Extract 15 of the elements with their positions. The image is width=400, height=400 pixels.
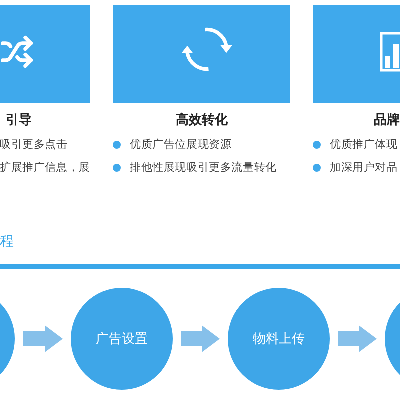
bullet-text: 吸引更多点击 (0, 138, 68, 153)
bullet-text: 优质广告位展现资源 (130, 138, 232, 153)
bullet-text: 排他性展现吸引更多流量转化 (130, 160, 277, 176)
block-arrow (23, 326, 63, 352)
feature-heading: 品牌 (374, 112, 400, 128)
step-label: 物料上传 (253, 331, 305, 347)
block-arrow (181, 326, 220, 352)
block-arrow (338, 326, 377, 352)
bullet-text: 优质推广体现 (330, 138, 398, 153)
bullet-text: 加深用户对品 (330, 160, 398, 176)
bullet-text: 扩展推广信息，展 (0, 160, 90, 176)
step-label: 广告设置 (96, 331, 148, 347)
feature-heading: 引导 (6, 112, 32, 128)
section-title: 程 (0, 232, 14, 250)
feature-heading: 高效转化 (176, 112, 228, 128)
